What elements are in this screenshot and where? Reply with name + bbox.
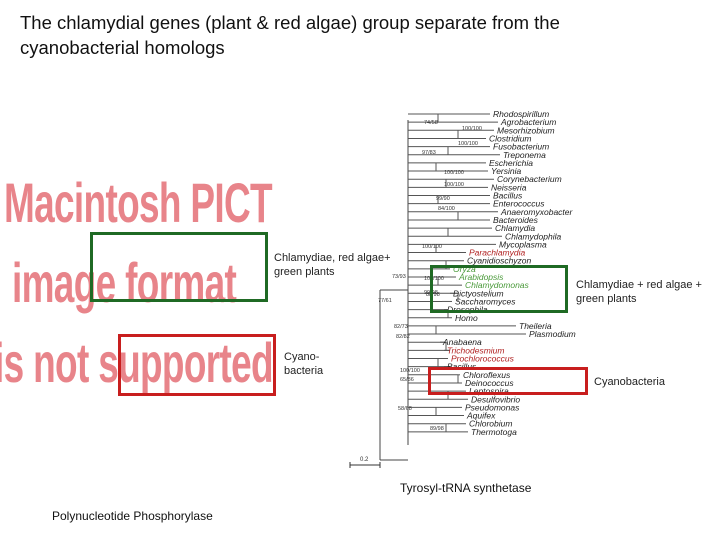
- pict-placeholder: Macintosh PICT image format is not suppo…: [0, 170, 318, 420]
- taxon-label: Theileria: [519, 321, 552, 331]
- taxon-label: Parachlamydia: [469, 248, 525, 258]
- pict-line-3: is not supported: [0, 331, 274, 394]
- taxon-label: Bacteroides: [493, 215, 539, 225]
- taxon-label: Escherichia: [489, 158, 533, 168]
- taxon-label: Yersinia: [491, 166, 522, 176]
- right-chlamydiae-label: Chlamydiae + red algae + green plants: [576, 279, 702, 305]
- bootstrap-label: 100/100: [444, 170, 464, 176]
- taxon-label: Treponema: [503, 150, 546, 160]
- taxon-label: Desulfovibrio: [471, 394, 520, 404]
- taxon-label: Chlamydomonas: [465, 280, 530, 290]
- right-red-box: [428, 367, 588, 395]
- taxon-label: Drosophila: [447, 305, 488, 315]
- right-green-box: [430, 265, 568, 313]
- taxon-label: Mycoplasma: [499, 239, 547, 249]
- bootstrap-label: 100/100: [422, 244, 442, 250]
- taxon-label: Cyanidioschyzon: [467, 256, 532, 266]
- bootstrap-label: 82/82: [396, 334, 410, 340]
- taxon-label: Anaeromyxobacter: [500, 207, 574, 217]
- taxon-label: Corynebacterium: [497, 174, 562, 184]
- taxon-label: Trichodesmium: [447, 345, 504, 355]
- left-red-box: [118, 334, 276, 396]
- tree-caption: Tyrosyl-tRNA synthetase: [400, 481, 532, 495]
- taxon-label: Plasmodium: [529, 329, 576, 339]
- taxon-label: Saccharomyces: [455, 296, 516, 306]
- bootstrap-label: 82/73: [394, 324, 408, 330]
- taxon-label: Agrobacterium: [500, 117, 556, 127]
- bootstrap-label: 77/61: [378, 298, 392, 304]
- taxon-label: Mesorhizobium: [497, 125, 555, 135]
- taxon-label: Dictyostelium: [453, 288, 504, 298]
- taxon-label: Pseudomonas: [465, 402, 520, 412]
- taxon-label: Bacillus: [447, 362, 477, 372]
- taxon-label: Clostridium: [489, 133, 532, 143]
- bootstrap-label: 84/100: [438, 206, 455, 212]
- taxon-label: Leptospira: [469, 386, 509, 396]
- taxon-label: Anabaena: [442, 337, 482, 347]
- bootstrap-label: 89/98: [430, 426, 444, 432]
- slide-title: The chlamydial genes (plant & red algae)…: [20, 12, 560, 58]
- bootstrap-label: 65/86: [400, 377, 414, 383]
- bootstrap-label: 100/100: [424, 276, 444, 282]
- left-chlamydiae-label: Chlamydiae, red algae+ green plants: [274, 252, 391, 278]
- taxon-label: Aquifex: [466, 411, 496, 421]
- taxon-label: Neisseria: [491, 182, 527, 192]
- left-cyanobacteria-label: Cyano- bacteria: [284, 351, 324, 377]
- taxon-label: Chlamydophila: [505, 231, 561, 241]
- bootstrap-label: 58/68: [398, 406, 412, 412]
- bootstrap-label: 73/93: [392, 274, 406, 280]
- pict-line-2: image format: [12, 251, 237, 314]
- taxon-label: Rhodospirillum: [493, 109, 549, 119]
- bootstrap-label: 97/83: [422, 150, 436, 156]
- taxon-label: Bacillus: [493, 191, 523, 201]
- taxon-label: Fusobacterium: [493, 142, 549, 152]
- bootstrap-label: 100/100: [444, 182, 464, 188]
- bootstrap-label: 100/100: [400, 368, 420, 374]
- taxon-label: Prochlorococcus: [451, 354, 515, 364]
- bottom-caption: Polynucleotide Phosphorylase: [52, 509, 213, 523]
- pict-line-1: Macintosh PICT: [4, 171, 273, 234]
- taxon-label: Chlamydia: [495, 223, 535, 233]
- taxon-label: Enterococcus: [493, 199, 545, 209]
- taxon-label: Arabidopsis: [458, 272, 504, 282]
- left-green-box: [90, 232, 268, 302]
- bootstrap-label: 74/58: [424, 120, 438, 126]
- scale-bar-label: 0.2: [360, 457, 369, 463]
- taxon-label: Deinococcus: [465, 378, 514, 388]
- bootstrap-label: 99/90: [436, 196, 450, 202]
- taxon-label: Homo: [455, 313, 478, 323]
- taxon-label: Chloroflexus: [463, 370, 511, 380]
- taxon-label: Chlorobium: [469, 419, 512, 429]
- bootstrap-label: 100/100: [458, 141, 478, 147]
- taxon-label: Thermotoga: [471, 427, 517, 437]
- bootstrap-label: 100/100: [462, 126, 482, 132]
- right-cyanobacteria-label: Cyanobacteria: [594, 376, 665, 388]
- taxon-label: Oryza: [453, 264, 476, 274]
